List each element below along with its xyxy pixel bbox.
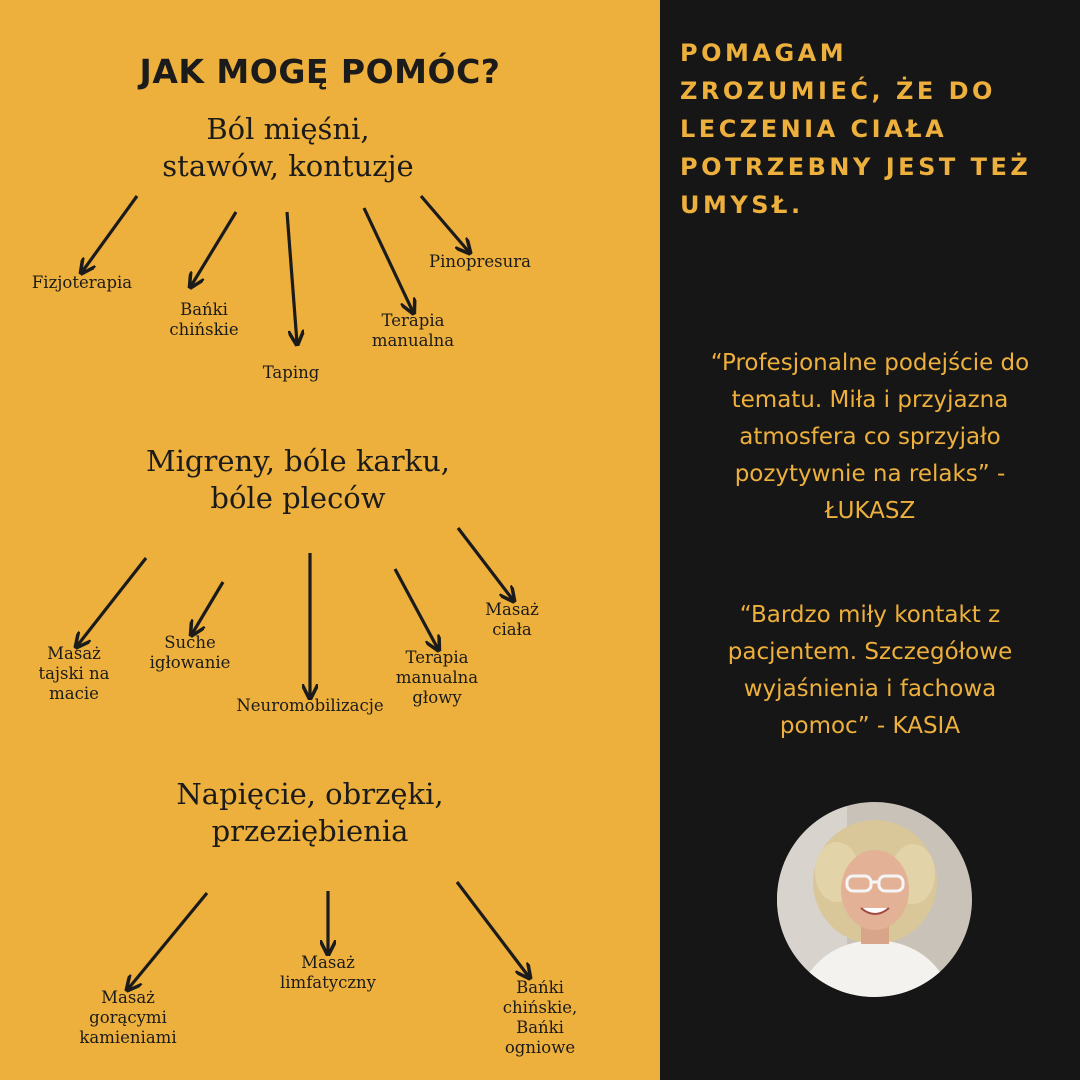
portrait-photo xyxy=(777,802,972,997)
arrow-masaz-kamienie xyxy=(128,891,209,989)
arrow-fizjoterapia xyxy=(82,195,139,272)
section-heading-tension: Napięcie, obrzęki,przeziębienia xyxy=(176,777,444,848)
service-neuromobilizacje: Neuromobilizacje xyxy=(236,696,384,715)
section-heading-pain: Ból mięśni,stawów, kontuzje xyxy=(162,112,414,183)
arrow-suche-iglowanie xyxy=(192,581,225,634)
arrow-masaz-ciala xyxy=(456,527,513,600)
service-pinopresura: Pinopresura xyxy=(429,252,531,271)
left-panel xyxy=(0,0,660,1080)
service-taping: Taping xyxy=(262,363,320,382)
arrow-banki-chinskie xyxy=(191,211,238,286)
arrow-masaz-tajski xyxy=(77,557,148,646)
arrow-terapia-manualna xyxy=(362,207,413,312)
arrow-banki-ogniowe xyxy=(455,881,529,977)
arrows-layer xyxy=(0,194,660,1080)
service-fizjoterapia: Fizjoterapia xyxy=(31,273,133,292)
arrow-terapia-glowy xyxy=(393,568,438,649)
arrow-pinopresura xyxy=(419,194,469,252)
arrow-taping xyxy=(285,211,297,343)
section-heading-migraines: Migreny, bóle karku,bóle pleców xyxy=(145,444,451,515)
page-title: JAK MOGĘ POMÓC? xyxy=(139,52,501,91)
